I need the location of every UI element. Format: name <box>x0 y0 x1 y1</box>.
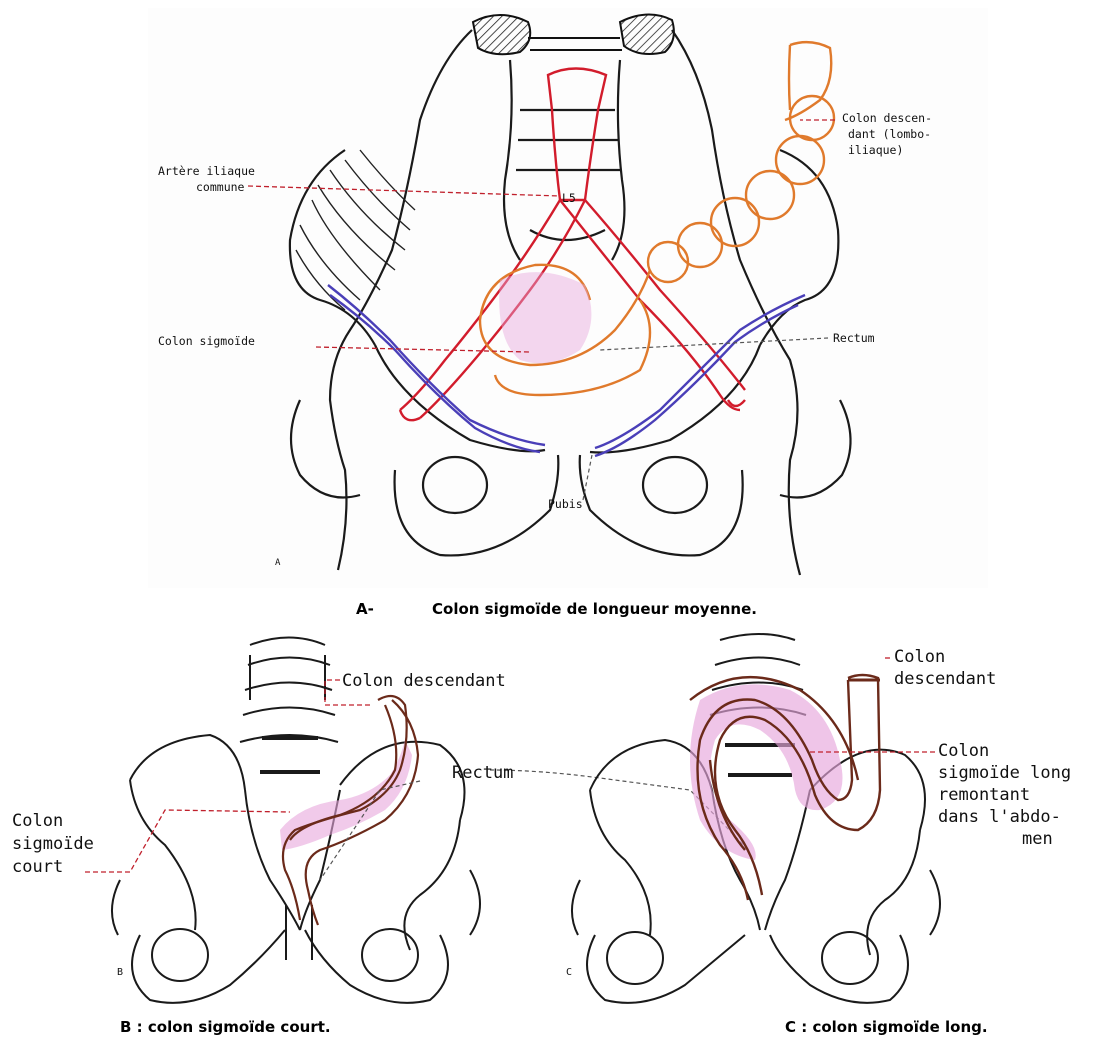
caption-a: Colon sigmoïde de longueur moyenne. <box>432 600 757 618</box>
label-colon-descendant-a-2: dant (lombo- <box>848 127 931 141</box>
label-colon-descendant-c-2: descendant <box>894 669 996 689</box>
label-colon-sigmoide-long-2: sigmoïde long <box>938 763 1071 783</box>
caption-a-prefix: A- <box>356 600 374 618</box>
label-rectum-b: Rectum <box>452 763 513 783</box>
label-colon-sigmoide-court-2: sigmoïde <box>12 834 94 854</box>
panel-c: Colon descendant Colon sigmoïde long rem… <box>566 634 1071 1003</box>
sigmoid-mucosa <box>499 272 591 363</box>
label-colon-descendant-b: Colon descendant <box>342 671 506 691</box>
label-colon-sigmoide-a: Colon sigmoïde <box>158 334 255 348</box>
panel-a: Colon descen- dant (lombo- iliaque) Artè… <box>158 14 932 575</box>
caption-b: B : colon sigmoïde court. <box>120 1018 331 1036</box>
label-artere-iliaque-1: Artère iliaque <box>158 164 255 178</box>
label-colon-sigmoide-court-1: Colon <box>12 811 63 831</box>
label-colon-sigmoide-long-1: Colon <box>938 741 989 761</box>
label-l5: L5 <box>562 191 576 205</box>
femoral-heads <box>473 14 674 54</box>
label-colon-descendant-a-1: Colon descen- <box>842 111 932 125</box>
label-colon-sigmoide-long-4: dans l'abdo- <box>938 807 1061 827</box>
label-artere-iliaque-2: commune <box>196 180 245 194</box>
sigmoid-short <box>283 696 418 925</box>
common-iliac-arteries <box>400 69 745 421</box>
label-pubis: Pubis <box>548 497 583 511</box>
label-rectum-a: Rectum <box>833 331 875 345</box>
label-colon-descendant-c-1: Colon <box>894 647 945 667</box>
panel-b-leaders <box>85 680 370 872</box>
label-colon-sigmoide-long-3: remontant <box>938 785 1030 805</box>
panel-letter-a: A <box>275 558 281 568</box>
caption-c: C : colon sigmoïde long. <box>785 1018 988 1036</box>
label-colon-sigmoide-court-3: court <box>12 857 63 877</box>
panel-b: Colon descendant Colon sigmoïde court Re… <box>12 638 748 1003</box>
label-colon-descendant-a-3: iliaque) <box>848 143 903 157</box>
panel-letter-c: C <box>566 967 572 978</box>
sigmoid-short-mucosa <box>280 740 412 850</box>
panel-letter-b: B <box>117 967 123 978</box>
label-colon-sigmoide-long-5: men <box>1022 829 1053 849</box>
